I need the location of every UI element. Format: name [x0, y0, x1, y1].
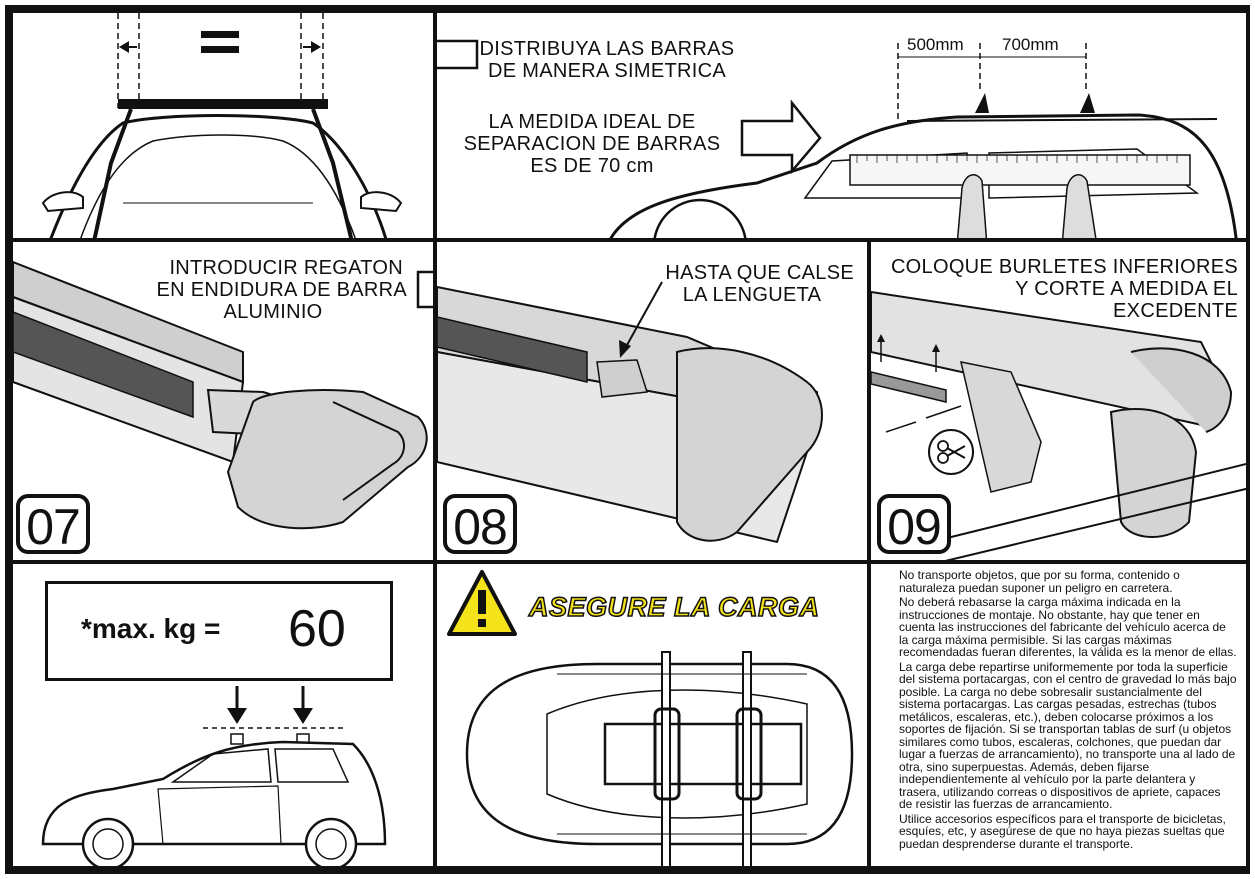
down-arrow-icon	[227, 686, 247, 724]
panel-step-08: HASTA QUE CALSE LA LENGUETA 08	[433, 238, 871, 564]
dimension-500: 500mm	[907, 35, 964, 54]
scissors-icon	[928, 429, 974, 475]
notice-text: No transporte objetos, que por su forma,…	[899, 569, 1237, 852]
caption-measure-3: ES DE 70 cm	[530, 155, 654, 177]
step07-line3: ALUMINIO	[223, 301, 323, 323]
panel-front-view	[9, 9, 437, 242]
secure-load-title: ASEGURE LA CARGA	[528, 591, 820, 623]
notice-paragraph: La carga debe repartirse uniformemente p…	[899, 659, 1237, 811]
notice-paragraph: No deberá rebasarse la carga máxima indi…	[899, 595, 1237, 659]
arrow-left-icon	[119, 41, 137, 53]
dimension-700: 700mm	[1002, 35, 1059, 54]
panel-notice: No transporte objetos, que por su forma,…	[867, 560, 1250, 870]
caption-measure-2: SEPARACION DE BARRAS	[463, 133, 721, 155]
step09-line2: Y CORTE A MEDIDA EL	[1015, 278, 1238, 300]
caption-distribute-2: DE MANERA SIMETRICA	[488, 60, 726, 82]
panel-secure-load: ASEGURE LA CARGA	[433, 560, 871, 870]
side-car-illustration	[437, 39, 1238, 238]
top-view-car-illustration	[447, 570, 854, 866]
caption-measure-1: LA MEDIDA IDEAL DE	[488, 111, 696, 133]
max-load-label: *max. kg =	[81, 613, 221, 644]
instruction-sheet: DISTRIBUYA LAS BARRAS DE MANERA SIMETRIC…	[5, 5, 1250, 874]
notice-paragraph: Utilice accesorios específicos para el t…	[899, 811, 1226, 851]
equal-symbol	[201, 31, 239, 53]
notice-paragraph: No transporte objetos, que por su forma,…	[899, 568, 1180, 595]
bar-endcap-illustration	[437, 281, 823, 544]
front-car-illustration	[41, 13, 403, 238]
arrow-right-icon	[740, 99, 822, 175]
step-number-09: 09	[877, 494, 951, 555]
arrow-left-icon	[437, 39, 479, 70]
car-side-load-illustration	[41, 686, 387, 866]
step-number-08: 08	[443, 494, 517, 555]
panel-side-measure: DISTRIBUYA LAS BARRAS DE MANERA SIMETRIC…	[433, 9, 1250, 242]
bar-insert-illustration	[13, 260, 428, 530]
panel-max-load: *max. kg = 60	[9, 560, 437, 870]
step09-line1: COLOQUE BURLETES INFERIORES	[890, 256, 1238, 278]
arrow-right-icon	[303, 41, 321, 53]
warning-icon	[447, 570, 517, 636]
step08-line2: LA LENGUETA	[682, 284, 822, 306]
panel-step-07: INTRODUCIR REGATON EN ENDIDURA DE BARRA …	[9, 238, 437, 564]
caption-distribute-1: DISTRIBUYA LAS BARRAS	[479, 38, 735, 60]
step-number-07: 07	[16, 494, 90, 555]
step07-line1: INTRODUCIR REGATON	[169, 257, 403, 279]
step08-line1: HASTA QUE CALSE	[665, 262, 854, 284]
panel-step-09: COLOQUE BURLETES INFERIORES Y CORTE A ME…	[867, 238, 1250, 564]
max-load-box	[45, 581, 393, 681]
down-arrow-icon	[293, 686, 313, 724]
step07-line2: EN ENDIDURA DE BARRA	[156, 279, 407, 301]
max-load-value: 60	[288, 600, 346, 658]
step09-line3: EXCEDENTE	[1113, 300, 1238, 322]
rubber-strip-illustration	[871, 290, 1246, 560]
